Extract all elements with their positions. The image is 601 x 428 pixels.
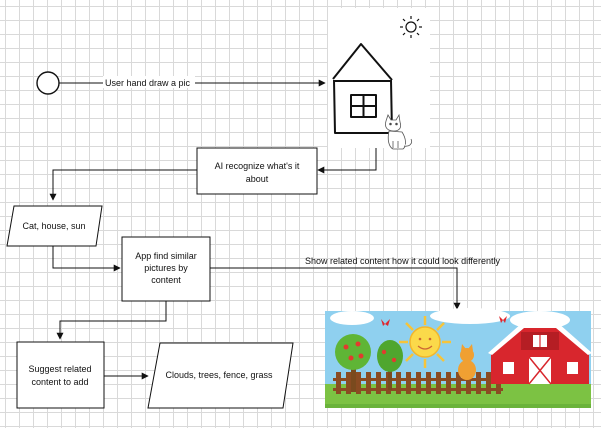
- suggest-label-line-1: Suggest related: [28, 364, 91, 374]
- cartoon-sun-icon: [399, 316, 451, 368]
- show-related-label: Show related content how it could look d…: [305, 256, 500, 266]
- find-similar-label-line-1: App find similar: [135, 251, 197, 261]
- cat-icon: [385, 113, 412, 150]
- recognize-box[interactable]: AI recognize what's it about: [196, 147, 318, 195]
- recognize-label-line-1: AI recognize what's it: [215, 161, 300, 171]
- butterfly-icon: [381, 316, 507, 326]
- suggest-label-line-2: content to add: [31, 377, 88, 387]
- house-icon: [332, 43, 393, 134]
- fence: [333, 372, 503, 394]
- barn-icon: [488, 323, 592, 385]
- sun-icon: [400, 16, 422, 38]
- tags-label: Cat, house, sun: [22, 221, 85, 231]
- start-label: User hand draw a pic: [105, 78, 191, 88]
- find-similar-label-line-2: pictures by: [144, 263, 188, 273]
- connector-find-to-suggest: [56, 301, 167, 340]
- find-similar-box[interactable]: App find similar pictures by content: [121, 236, 211, 302]
- cat-cartoon-icon: [458, 344, 476, 380]
- suggestions-parallelogram[interactable]: Clouds, trees, fence, grass: [147, 342, 294, 409]
- tags-parallelogram[interactable]: Cat, house, sun: [6, 205, 103, 247]
- connector-find-to-farm: [210, 267, 461, 310]
- connector-recognize-to-tags: [49, 169, 197, 201]
- connector-sketch-to-recognize: [317, 147, 377, 174]
- sketch-image[interactable]: [328, 8, 430, 150]
- farm-image[interactable]: [325, 308, 592, 408]
- find-similar-label-line-3: content: [151, 275, 181, 285]
- apple-tree-icon: [335, 334, 403, 392]
- suggest-box[interactable]: Suggest related content to add: [16, 341, 105, 409]
- connector-tags-to-find: [52, 242, 121, 272]
- connectors: [49, 76, 461, 380]
- suggestions-label: Clouds, trees, fence, grass: [165, 370, 273, 380]
- recognize-label-line-2: about: [246, 174, 269, 184]
- start-node[interactable]: [36, 71, 60, 95]
